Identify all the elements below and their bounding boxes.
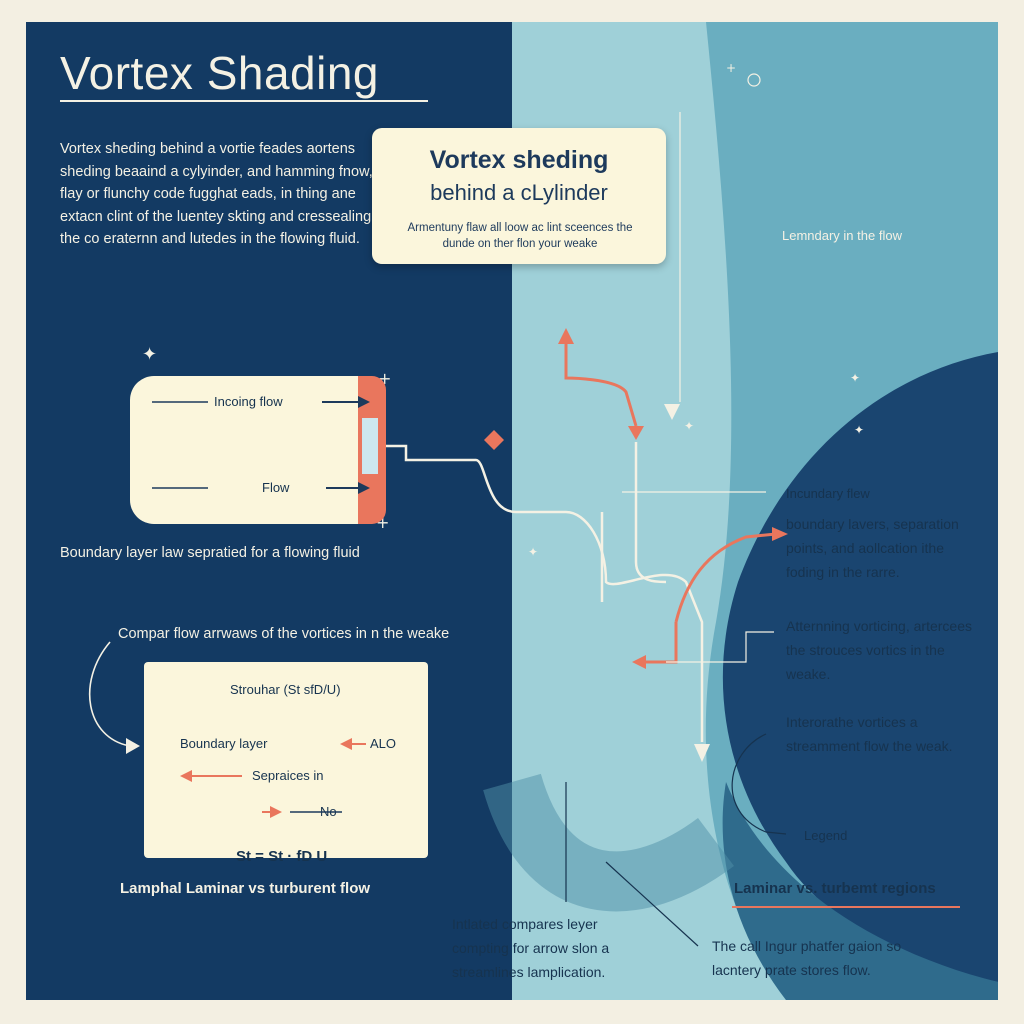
sparkle-6: ✦ bbox=[850, 371, 860, 385]
sparkle-5: ✦ bbox=[684, 419, 694, 433]
compare-curve-arrowhead bbox=[126, 738, 140, 754]
legend-symbols bbox=[180, 738, 366, 818]
legend-row-tag: ALO bbox=[370, 736, 397, 751]
wake-curve-bottom bbox=[483, 773, 734, 912]
cylinder-flow-arrows bbox=[152, 396, 370, 494]
callout-note: Armentuny flaw all loow ac lint sceences… bbox=[407, 222, 633, 250]
cylinder-outlet bbox=[362, 418, 378, 474]
vortex-arrowhead-left bbox=[632, 655, 646, 669]
laminar-caption: Lamphal Laminar vs turburent flow bbox=[120, 880, 371, 897]
legend-formula: St = St · fD U bbox=[236, 848, 328, 865]
compare-caption: Compar flow arrwaws of the vortices in n… bbox=[118, 626, 450, 642]
infographic-poster: ✦ + + ✦ ✦ ✦ ✦ + Vortex Shading Vortex sh… bbox=[26, 22, 998, 1000]
annotation-vortices: Interorathe vortices a streamment flow t… bbox=[786, 714, 953, 754]
cylinder-body bbox=[130, 376, 374, 524]
legend-title: Strouhar (St sfD/U) bbox=[230, 682, 341, 697]
flow-background: ✦ + + ✦ ✦ ✦ ✦ + bbox=[88, 22, 998, 1000]
leader-line-4 bbox=[605, 861, 699, 947]
teal-band-deep bbox=[722, 782, 998, 1000]
sparkle-8: + bbox=[726, 61, 736, 75]
sparkle-4: ✦ bbox=[528, 545, 538, 559]
leader-line-3 bbox=[731, 733, 787, 835]
vortex-arrowhead-down bbox=[628, 426, 644, 440]
annotation-alternating: Atternning vorticing, artercees the stro… bbox=[786, 618, 972, 682]
flow-arrowhead bbox=[358, 482, 370, 494]
legend-small-arrowhead bbox=[270, 806, 282, 818]
incoming-flow-label: Incoing flow bbox=[214, 394, 283, 409]
streamline-inner bbox=[634, 442, 667, 584]
bottom-right-note: The call Ingur phatfer gaion so lacntery… bbox=[712, 938, 902, 978]
callout-card: Vortex sheding behind a cLylinder Arment… bbox=[372, 128, 666, 264]
regions-caption: Laminar vs. turbemt regions bbox=[734, 880, 936, 897]
vortex-arrow-right bbox=[674, 532, 777, 623]
callout-subtitle: behind a cLylinder bbox=[430, 180, 608, 205]
sparkle-7: ✦ bbox=[854, 423, 864, 437]
top-right-label: Lemndary in the flow bbox=[782, 228, 902, 243]
streamline-arrowhead-down bbox=[694, 744, 710, 762]
legend-left-arrowhead bbox=[180, 770, 192, 782]
vortex-arrow-up bbox=[564, 342, 638, 427]
bubble bbox=[747, 73, 761, 87]
vortex-arrowhead-right bbox=[772, 527, 788, 541]
bottom-center-note: Intlated compares leyer compting for arr… bbox=[452, 916, 610, 980]
regions-underline bbox=[732, 906, 960, 908]
annotation-legend: Legend bbox=[804, 828, 848, 843]
streamline-main bbox=[362, 444, 704, 742]
sparkle-1: ✦ bbox=[142, 344, 157, 365]
callout-title: Vortex sheding bbox=[429, 146, 609, 174]
legend-box: Strouhar (St sfD/U) Boundary layer ALO S… bbox=[144, 662, 428, 865]
intro-paragraph: Vortex sheding behind a vortie feades ao… bbox=[60, 141, 373, 247]
leader-line-2 bbox=[666, 631, 774, 663]
legend-coral-arrowhead bbox=[340, 738, 352, 750]
annotation-boundary-layers: boundary lavers, separation points, and … bbox=[786, 516, 959, 580]
boundary-caption: Boundary layer law sepratied for a flowi… bbox=[60, 545, 360, 561]
compare-curve-arrow bbox=[88, 641, 131, 747]
vortex-diamond-marker bbox=[484, 430, 504, 450]
page-title: Vortex Shading bbox=[60, 47, 380, 99]
legend-row-label: Sepraices in bbox=[252, 768, 324, 783]
incoming-flow-arrowhead bbox=[358, 396, 370, 408]
annotation-incundary: Incundary flew bbox=[786, 486, 870, 501]
vortex-arrowhead-up bbox=[558, 328, 574, 344]
wake-region-dark bbox=[722, 352, 998, 982]
streamline-arrowhead-down-2 bbox=[664, 404, 680, 420]
legend-row-label: Boundary layer bbox=[180, 736, 268, 751]
title-underline bbox=[60, 100, 428, 102]
flow-label: Flow bbox=[262, 480, 290, 495]
